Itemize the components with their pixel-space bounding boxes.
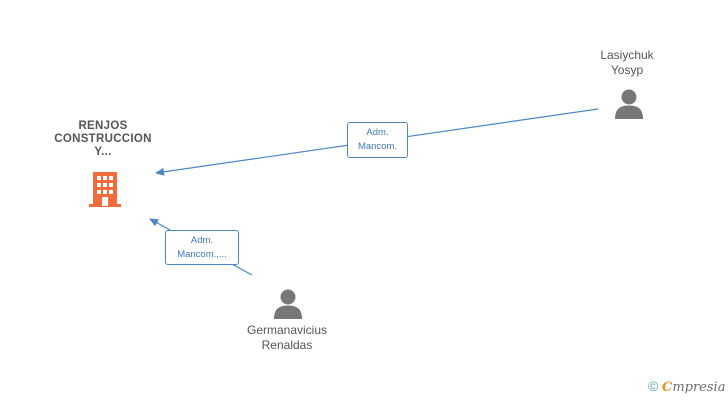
empresia-watermark: © Cmpresia	[648, 378, 725, 395]
edge-label-lasiychuk[interactable]: Adm. Mancom.	[347, 122, 408, 158]
person-name-line2: Renaldas	[261, 338, 313, 352]
copyright-symbol: ©	[648, 378, 659, 394]
person-icon[interactable]	[271, 288, 305, 320]
company-name[interactable]: RENJOS CONSTRUCCION Y...	[38, 120, 168, 159]
company-name-line1: RENJOS	[78, 120, 128, 132]
logo-first-letter: C	[661, 380, 673, 395]
company-name-line2: CONSTRUCCION	[54, 133, 152, 145]
edge-label-line2: Mancom.	[357, 141, 398, 152]
edge-label-germanavicius[interactable]: Adm. Mancom.,...	[165, 230, 239, 265]
person-name-line1: Lasiychuk	[600, 48, 654, 62]
empresia-logo: Cmpresia	[662, 380, 726, 395]
person-name-line2: Yosyp	[610, 63, 644, 77]
edge-label-line1: Adm.	[190, 235, 214, 246]
person-icon[interactable]	[612, 88, 646, 120]
logo-rest: mpresia	[672, 380, 726, 395]
edge-label-line2: Mancom.,...	[177, 249, 227, 260]
person-name-germanavicius[interactable]: Germanavicius Renaldas	[222, 323, 352, 353]
building-icon[interactable]	[88, 170, 122, 208]
company-name-line3: Y...	[94, 146, 112, 158]
person-name-lasiychuk[interactable]: Lasiychuk Yosyp	[577, 48, 677, 78]
person-name-line1: Germanavicius	[246, 323, 328, 337]
edge-label-line1: Adm.	[366, 127, 389, 138]
